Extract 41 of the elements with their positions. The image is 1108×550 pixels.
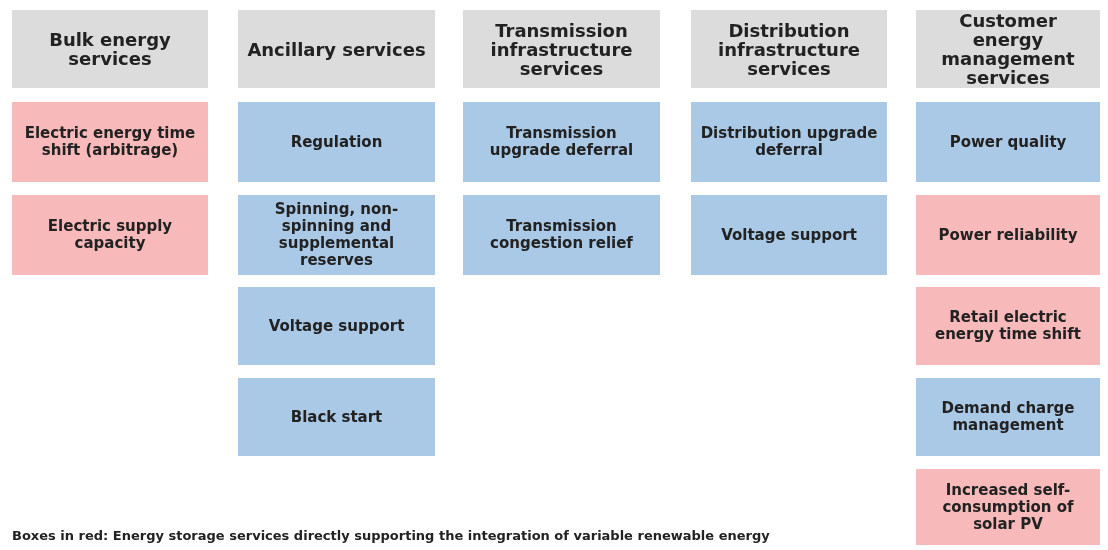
service-box xyxy=(916,287,1100,365)
service-box xyxy=(238,378,435,456)
footnote: Boxes in red: Energy storage services directly supporting the integration of variable renewable energy xyxy=(12,528,770,543)
service-text: Voltage support xyxy=(721,226,857,244)
service-text: Regulation xyxy=(290,133,383,151)
service-text: Spinning, non-spinning and supplemental reserves xyxy=(273,201,400,269)
service-text: Retail electric energy time shift xyxy=(934,309,1082,343)
service-box xyxy=(12,102,208,182)
service-text: Electric energy time shift (arbitrage) xyxy=(23,125,197,159)
service-box xyxy=(12,195,208,275)
service-box xyxy=(691,102,887,182)
service-text: Increased self-consumption of solar PV xyxy=(941,481,1075,533)
service-text: Power quality xyxy=(949,133,1067,151)
service-box xyxy=(691,195,887,275)
service-box xyxy=(916,378,1100,456)
service-box xyxy=(916,195,1100,275)
category-header-box xyxy=(691,10,887,88)
service-text: Transmission congestion relief xyxy=(489,218,634,252)
header-text: Transmission infrastructure services xyxy=(489,20,634,78)
header-text: Bulk energy services xyxy=(48,30,172,68)
category-header-box xyxy=(238,10,435,88)
service-box xyxy=(916,469,1100,545)
header-text: Ancillary services xyxy=(247,39,426,59)
service-box xyxy=(238,287,435,365)
header-text: Distribution infrastructure services xyxy=(717,20,861,78)
service-text: Demand charge management xyxy=(940,400,1076,434)
category-header-box xyxy=(463,10,660,88)
category-header-box xyxy=(12,10,208,88)
service-text: Transmission upgrade deferral xyxy=(488,125,635,159)
service-box xyxy=(238,102,435,182)
service-box xyxy=(463,195,660,275)
service-text: Power reliability xyxy=(938,226,1078,244)
service-text: Black start xyxy=(290,408,383,426)
service-box xyxy=(463,102,660,182)
header-text: Customer energy management services xyxy=(940,11,1076,87)
service-text: Distribution upgrade deferral xyxy=(699,125,879,159)
category-header-box xyxy=(916,10,1100,88)
service-text: Voltage support xyxy=(268,317,405,335)
service-text: Electric supply capacity xyxy=(46,218,174,252)
service-box xyxy=(238,195,435,275)
service-box xyxy=(916,102,1100,182)
